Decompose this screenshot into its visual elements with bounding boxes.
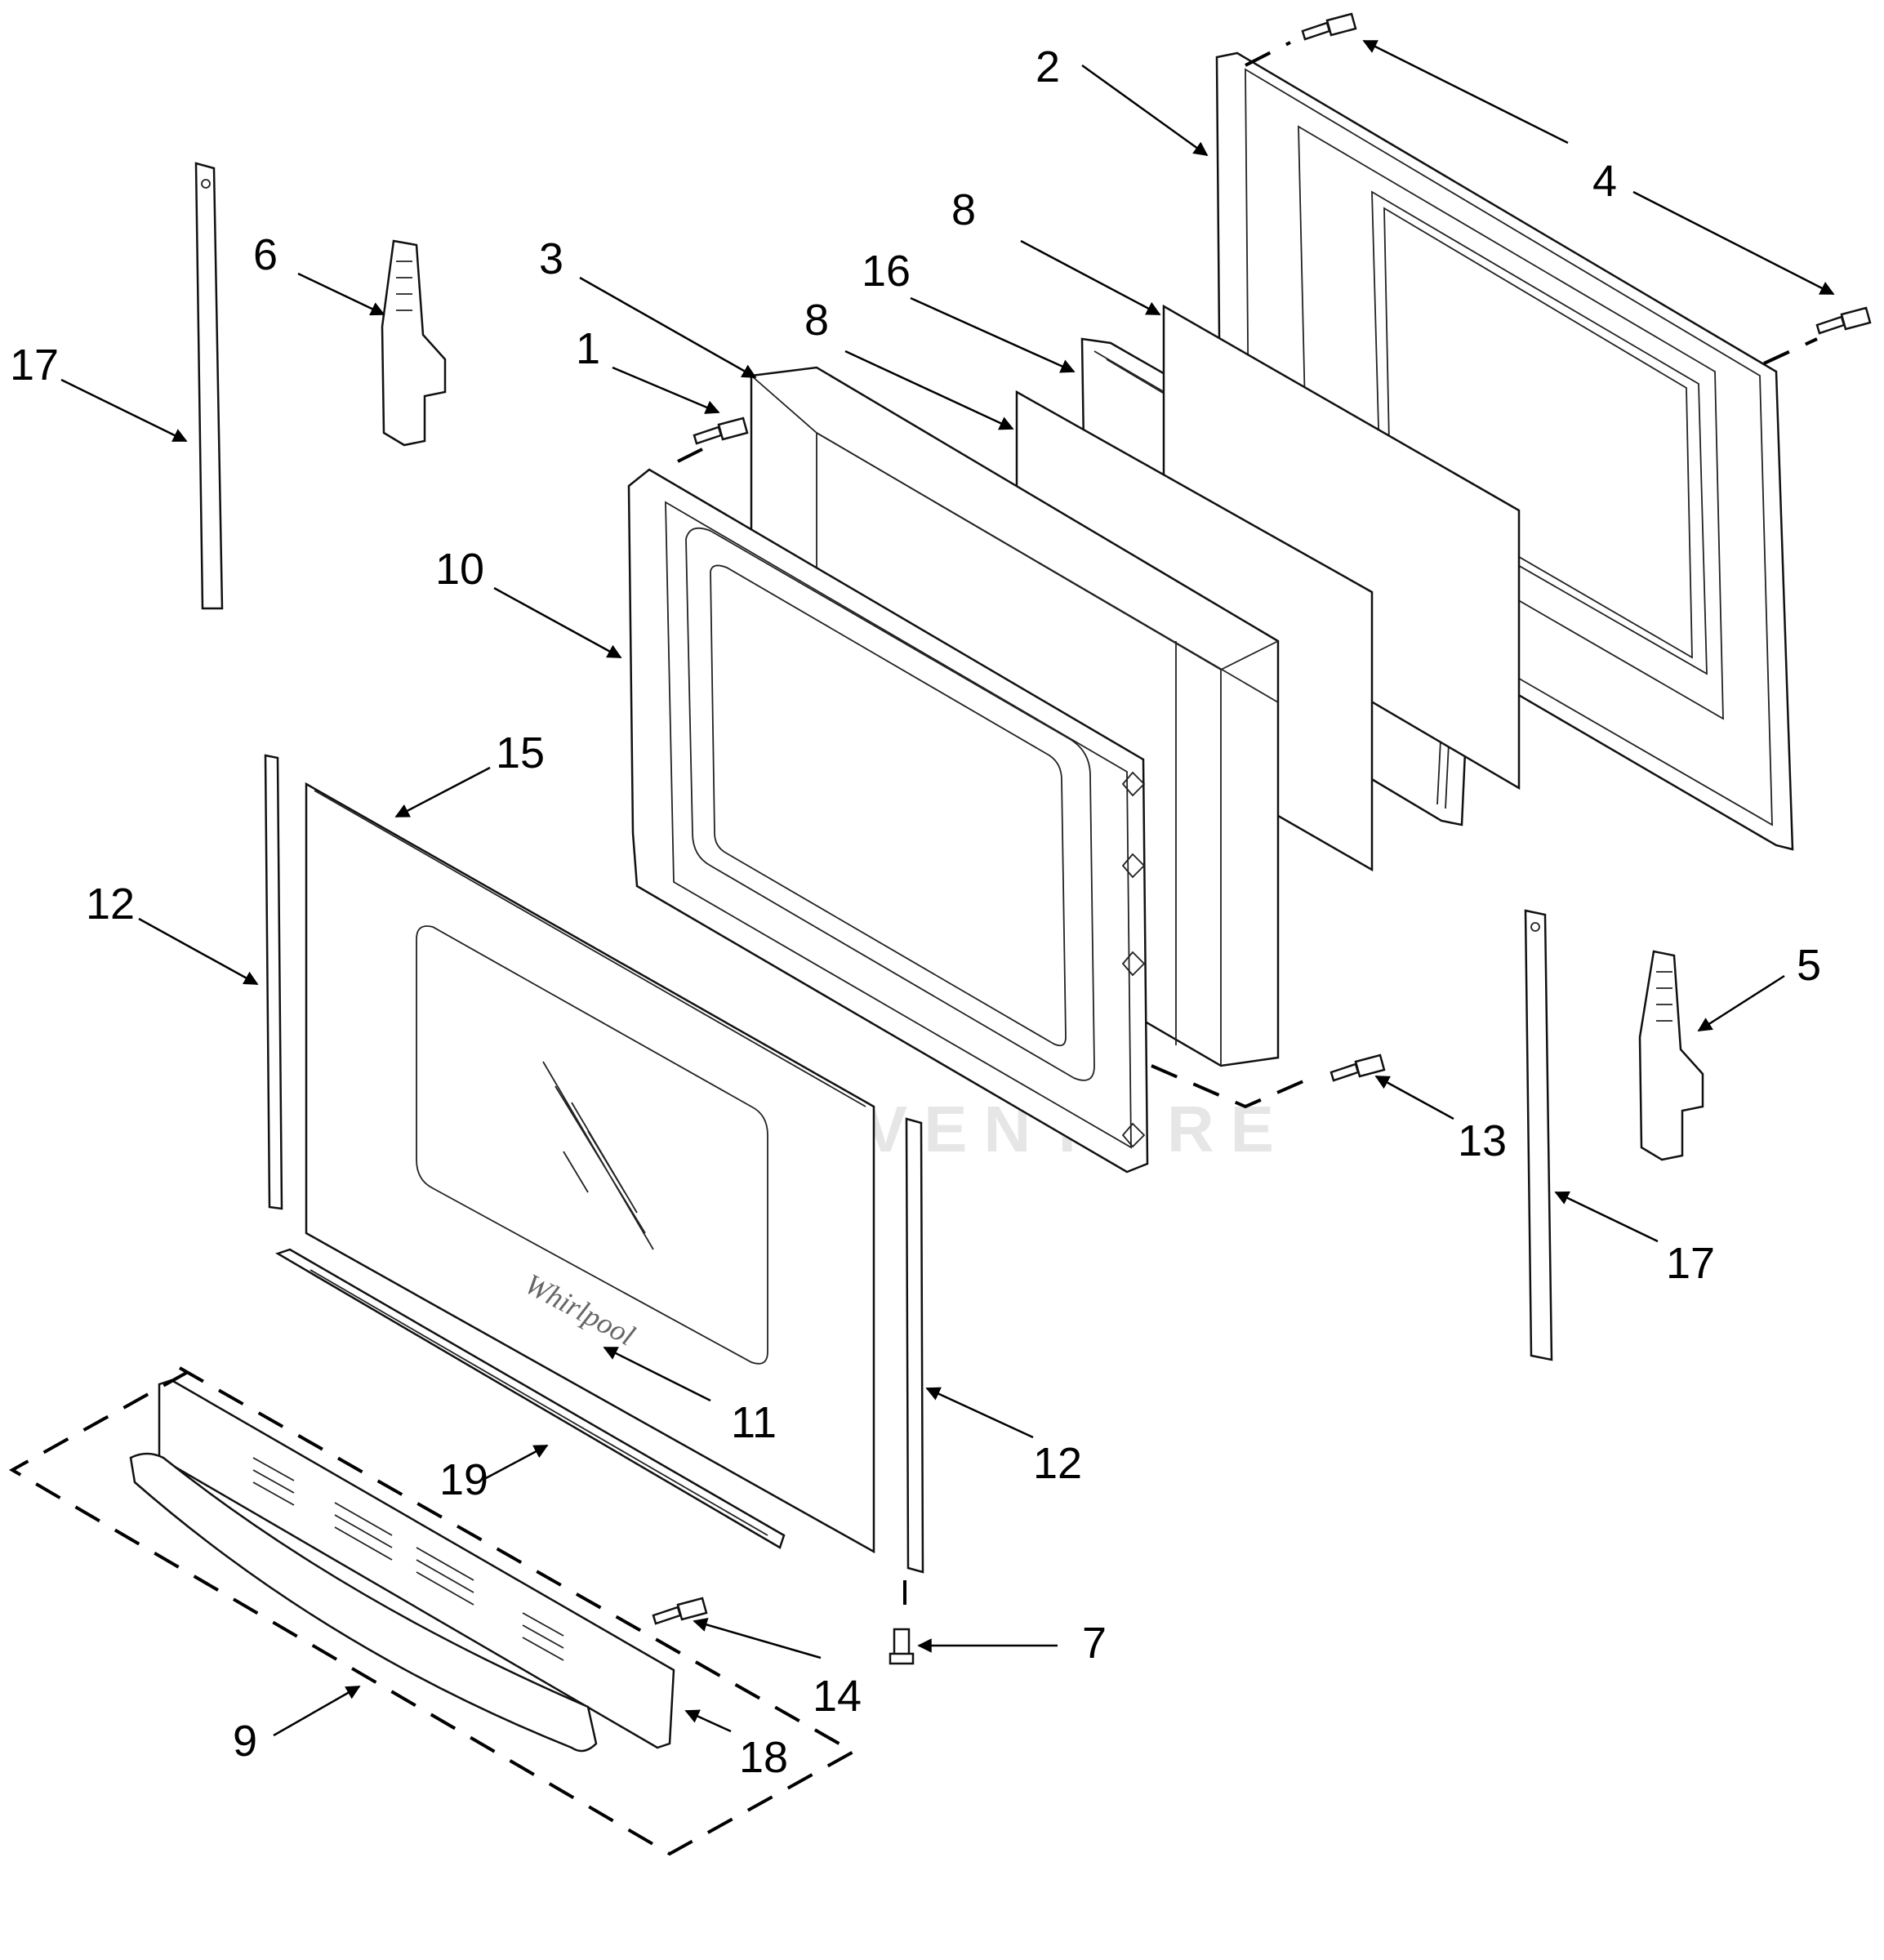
callout-11: 11 [731,1398,777,1447]
callout-12-right: 12 [1033,1439,1082,1488]
screw-icon [1301,12,1357,41]
callout-15: 15 [496,728,545,777]
callout-1: 1 [576,324,600,373]
callout-13: 13 [1458,1116,1507,1165]
side-trim-left [264,754,283,1210]
hinge-receptacle-left [194,162,224,610]
callout-8-lower: 8 [804,296,829,345]
callout-5: 5 [1797,941,1821,990]
outer-door-glass: Whirlpool [305,782,875,1554]
screw-icon [1329,1054,1386,1082]
inner-door-liner [627,468,1149,1174]
callout-14: 14 [813,1672,862,1721]
hinge-left [381,239,447,447]
hinge-receptacle-right [1524,909,1553,1361]
callout-6: 6 [253,230,278,279]
door-trim-strip [274,1248,786,1549]
callout-18: 18 [739,1733,788,1782]
callout-2: 2 [1036,42,1060,91]
callout-8-upper: 8 [951,185,976,234]
screw-icon [889,1628,915,1665]
screws [652,12,1872,1665]
callout-labels: 2 4 8 16 3 8 1 6 17 10 15 12 5 13 17 11 … [10,42,1821,1782]
callout-4: 4 [1592,157,1617,206]
screw-icon [1815,306,1872,335]
screw-icon [652,1597,708,1625]
door-handle [129,1452,598,1753]
callout-17-left: 17 [10,341,59,390]
screw-icon [693,416,749,445]
callout-7: 7 [1082,1619,1107,1668]
callout-12-left: 12 [86,880,135,929]
callout-10: 10 [435,545,484,594]
callout-19: 19 [439,1455,488,1504]
hinge-right [1638,950,1704,1161]
leader-lines [60,39,1835,1737]
callout-3: 3 [539,234,563,283]
rear-door-panel [1215,51,1794,851]
callout-17-right: 17 [1666,1239,1715,1288]
assembly-lines [8,41,1818,1856]
callout-16: 16 [862,247,911,296]
callout-9: 9 [233,1717,257,1766]
side-trim-right [905,1117,924,1574]
